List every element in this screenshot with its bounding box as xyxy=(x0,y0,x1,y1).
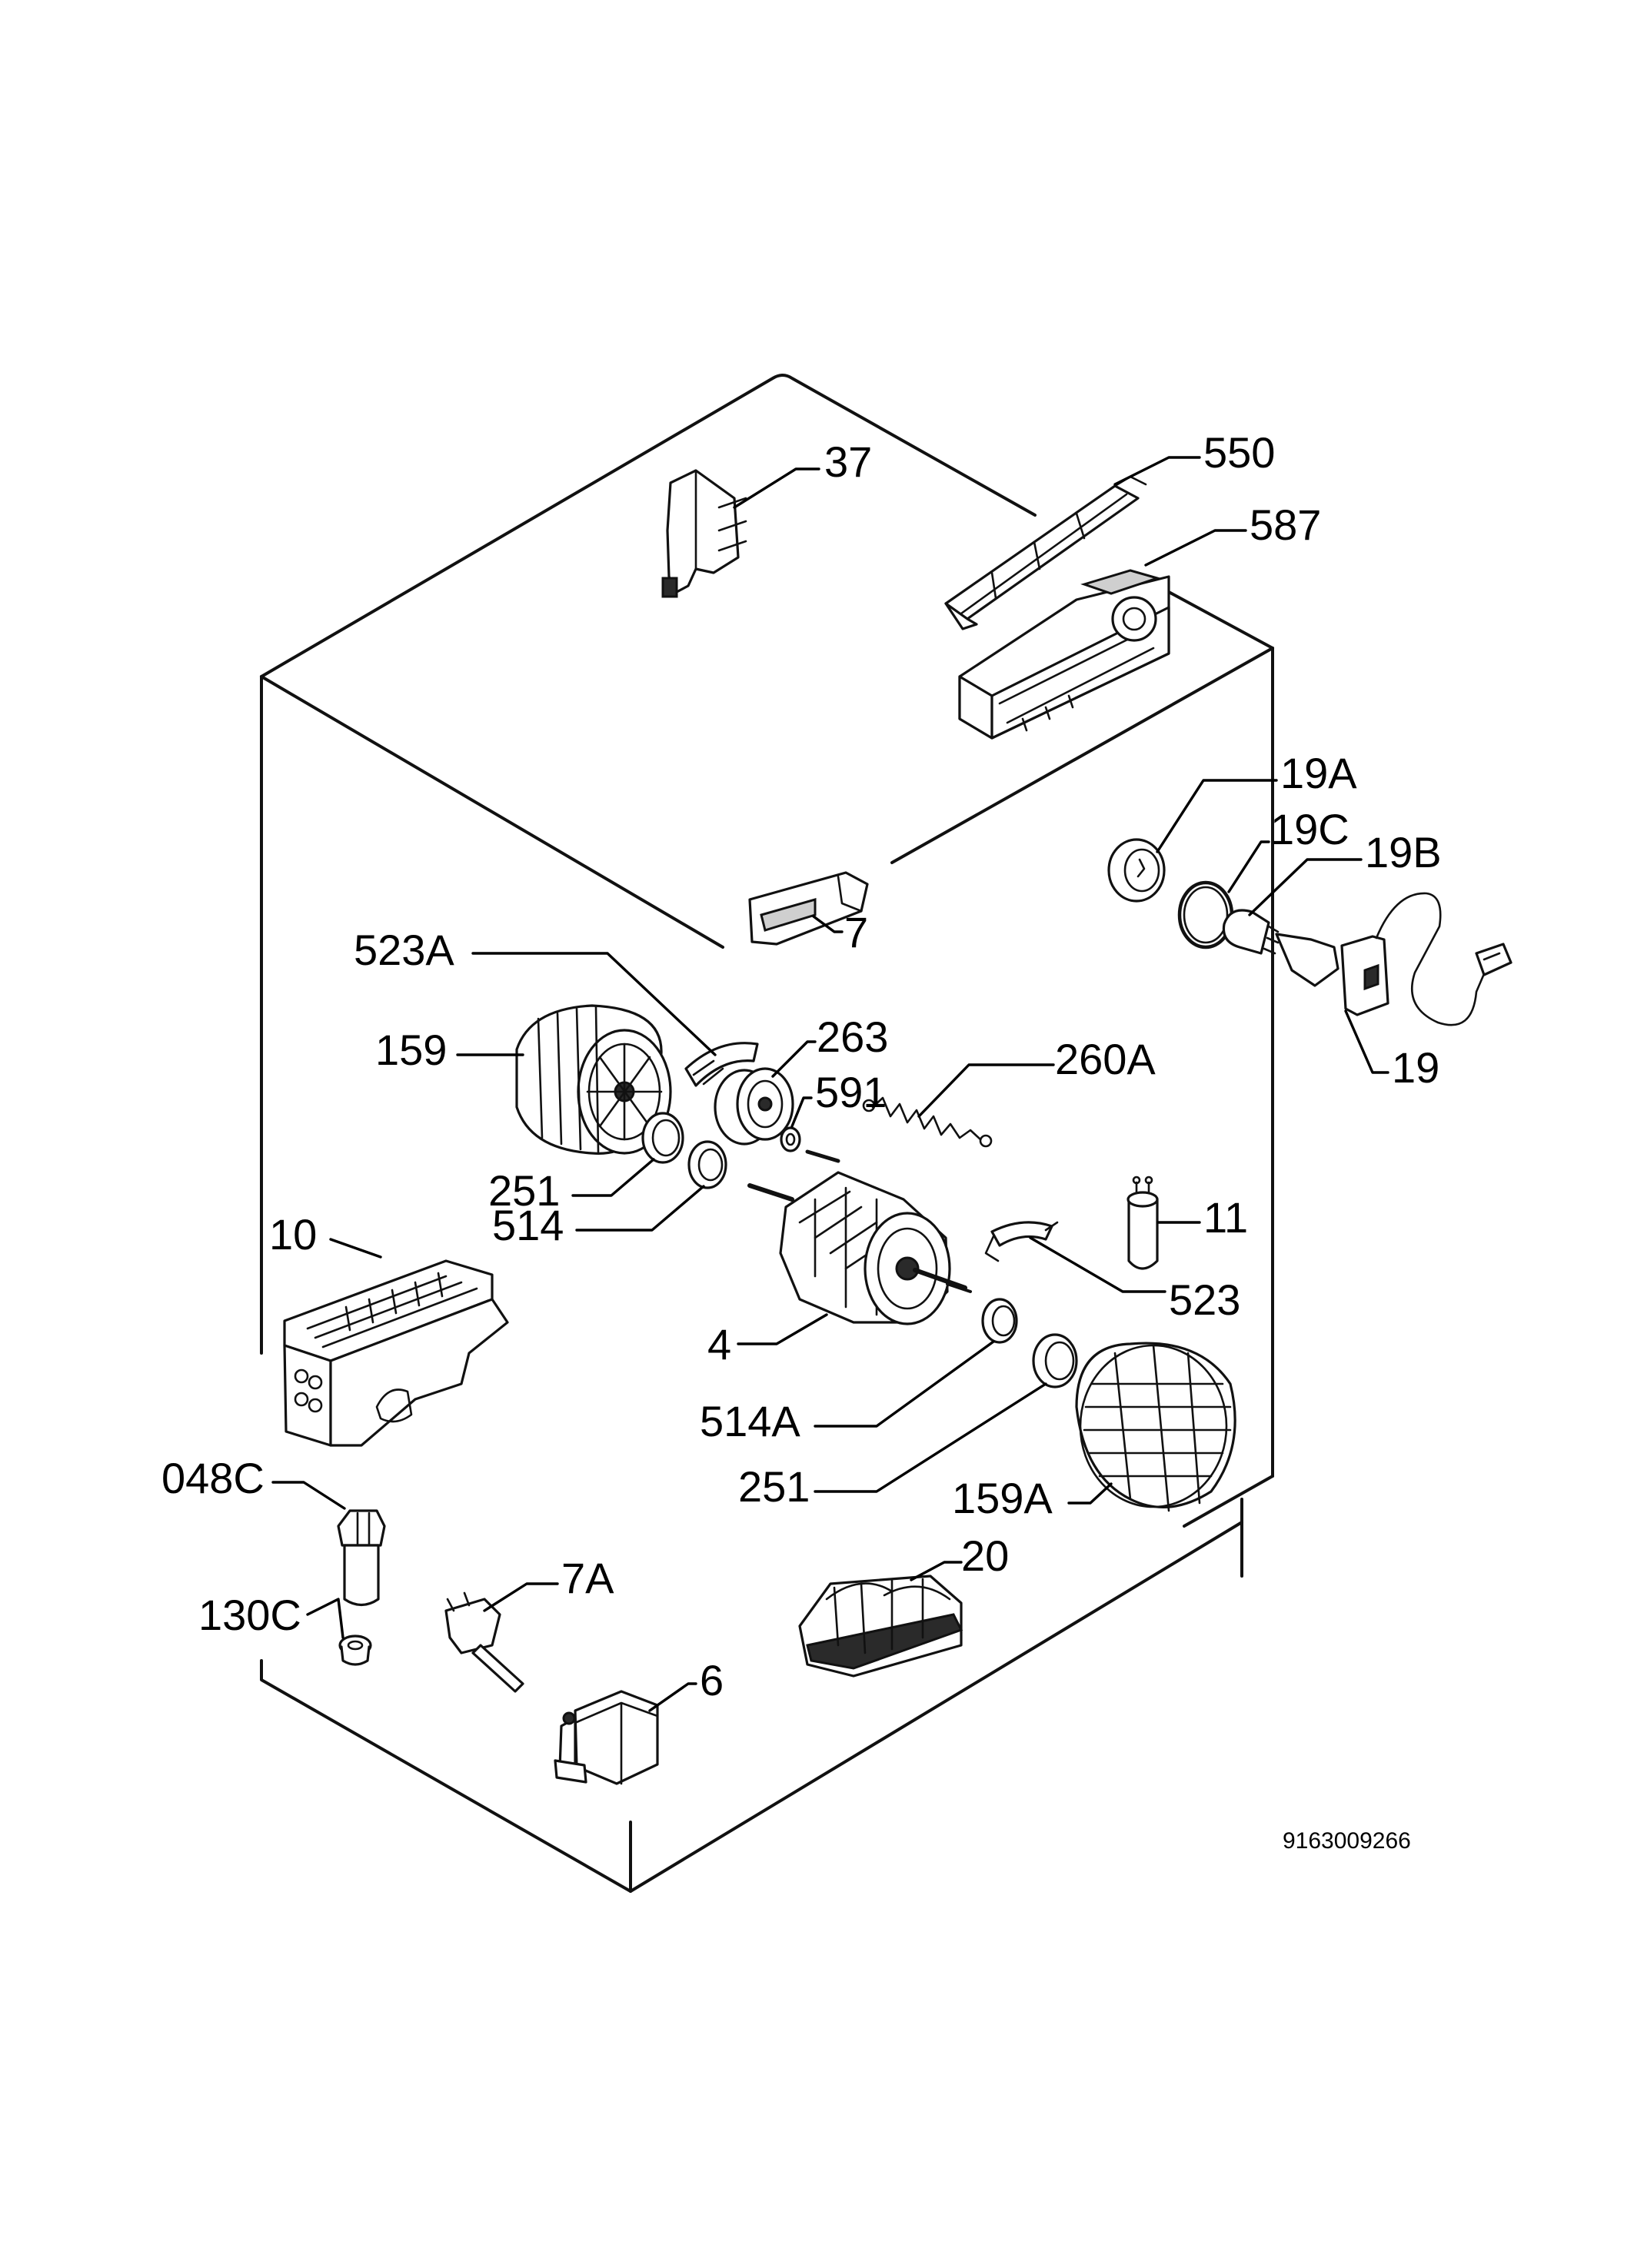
label-159: 159 xyxy=(375,1026,447,1074)
leader-130C xyxy=(306,1598,344,1639)
part-514A-bearing xyxy=(981,1298,1018,1344)
part-19B-lamp xyxy=(1222,909,1280,955)
leader-7A xyxy=(483,1582,559,1612)
label-4: 4 xyxy=(707,1320,731,1368)
cabinet-outline xyxy=(260,374,1274,1893)
leader-260A xyxy=(917,1063,1055,1118)
part-591-washer xyxy=(780,1126,801,1152)
label-6: 6 xyxy=(700,1656,724,1704)
label-550: 550 xyxy=(1203,428,1275,477)
leader-587 xyxy=(1144,529,1247,567)
label-19C: 19C xyxy=(1270,805,1349,853)
label-37: 37 xyxy=(824,437,872,486)
leader-550 xyxy=(1113,456,1201,486)
label-591: 591 xyxy=(815,1068,887,1116)
label-587: 587 xyxy=(1250,500,1321,549)
part-19-lamp-holder xyxy=(1275,892,1513,1026)
part-19A-lens xyxy=(1107,838,1166,903)
part-20-filter xyxy=(798,1575,963,1678)
part-10-heater xyxy=(283,1259,509,1447)
leader-263 xyxy=(771,1040,817,1078)
leader-523A xyxy=(471,952,717,1056)
part-260A-spring xyxy=(862,1096,993,1148)
part-4-motor xyxy=(747,1149,972,1325)
leader-19 xyxy=(1344,1009,1389,1074)
part-37-bracket xyxy=(661,469,747,598)
part-550-cable-channel xyxy=(944,475,1147,630)
label-251-upper: 251 xyxy=(488,1166,560,1215)
leader-6 xyxy=(648,1682,697,1712)
leader-523 xyxy=(1029,1236,1166,1293)
leader-10 xyxy=(329,1238,382,1259)
part-6-pump xyxy=(554,1690,659,1785)
leader-4 xyxy=(737,1313,828,1345)
part-7-switch xyxy=(748,871,869,946)
label-523A: 523A xyxy=(354,926,454,974)
leader-514 xyxy=(575,1185,705,1232)
leader-19C xyxy=(1227,840,1270,893)
leader-7 xyxy=(812,915,844,933)
part-514-bearing xyxy=(687,1140,727,1189)
part-587-control-board xyxy=(958,569,1170,740)
leader-19B xyxy=(1248,858,1363,916)
part-263-pulley xyxy=(714,1067,794,1146)
label-159A: 159A xyxy=(952,1474,1053,1522)
part-523A-bearing-clip xyxy=(684,1042,759,1087)
leader-lines xyxy=(271,456,1389,1712)
label-11: 11 xyxy=(1203,1193,1248,1242)
leader-591 xyxy=(790,1096,813,1128)
label-048C: 048C xyxy=(161,1454,265,1502)
label-263: 263 xyxy=(817,1013,888,1061)
part-251-upper-ring xyxy=(641,1112,684,1164)
leader-251-lower xyxy=(814,1382,1047,1493)
label-7A: 7A xyxy=(561,1554,614,1602)
label-514: 514 xyxy=(492,1201,564,1249)
leader-37 xyxy=(733,467,820,509)
leader-19A xyxy=(1156,779,1278,853)
leader-048C xyxy=(271,1481,346,1510)
part-159A-blower-wheel xyxy=(1075,1342,1236,1512)
leader-159A xyxy=(1067,1482,1113,1505)
label-10: 10 xyxy=(269,1210,317,1259)
part-251-lower-ring xyxy=(1032,1333,1078,1388)
part-labels: 37 550 587 19A 19C 19B 19 7 523A 263 159… xyxy=(161,428,1442,1854)
label-514A: 514A xyxy=(700,1397,800,1445)
label-20: 20 xyxy=(961,1531,1009,1580)
label-523: 523 xyxy=(1169,1275,1240,1324)
leader-20 xyxy=(910,1561,963,1581)
label-19B: 19B xyxy=(1365,828,1442,876)
label-7: 7 xyxy=(844,908,868,956)
leader-514A xyxy=(814,1340,995,1428)
label-19A: 19A xyxy=(1280,749,1357,797)
label-19: 19 xyxy=(1392,1043,1439,1092)
label-260A: 260A xyxy=(1055,1035,1156,1083)
drawing-number: 9163009266 xyxy=(1283,1828,1411,1854)
label-251-lower: 251 xyxy=(738,1462,810,1511)
part-048C-sensor xyxy=(337,1509,386,1607)
part-7A-micro-switch xyxy=(444,1591,524,1693)
part-11-capacitor xyxy=(1126,1176,1159,1270)
part-523-bearing-clip xyxy=(984,1221,1059,1262)
part-130C-grommet xyxy=(338,1634,372,1666)
leader-251-upper xyxy=(571,1158,655,1197)
part-19C-seal-ring xyxy=(1177,880,1234,949)
part-159-fan-wheel xyxy=(515,1004,672,1155)
label-130C: 130C xyxy=(198,1591,301,1639)
